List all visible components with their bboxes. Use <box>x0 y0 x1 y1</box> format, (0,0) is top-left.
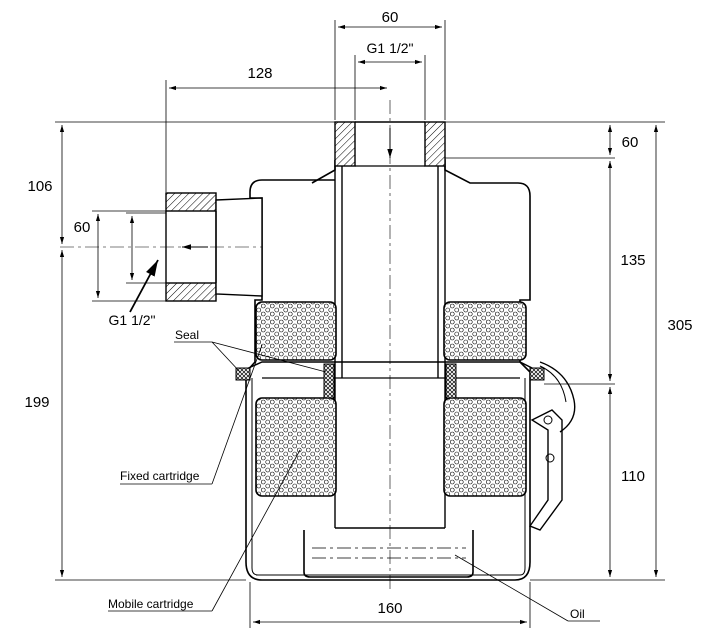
inlet-thread-leader <box>129 259 159 313</box>
dim-body-width: 160 <box>377 600 402 617</box>
mobile-cartridge-right <box>443 397 527 497</box>
mobile-cartridge <box>255 397 527 497</box>
dimension-texts: 60 G1 1/2" 128 106 60 G1 1/2" 199 60 135… <box>24 9 692 617</box>
dim-right-top-height: 60 <box>622 134 639 151</box>
mobile-cartridge-left <box>255 397 337 497</box>
dim-inlet-thread: G1 1/2" <box>109 312 156 328</box>
housing <box>243 159 537 581</box>
dim-top-thread: G1 1/2" <box>367 40 414 56</box>
label-fixed-cartridge: Fixed cartridge <box>120 469 200 483</box>
housing-mid-ring <box>243 361 537 371</box>
label-mobile-cartridge: Mobile cartridge <box>108 597 194 611</box>
seal-right <box>445 363 457 399</box>
component-labels: Seal Fixed cartridge Mobile cartridge Oi… <box>108 328 600 622</box>
dim-right-bottom-height: 110 <box>621 468 645 485</box>
dimension-lines <box>55 20 665 628</box>
dim-total-height: 305 <box>667 317 692 334</box>
seal-outer-right <box>529 367 545 381</box>
fixed-cartridge <box>255 301 527 361</box>
oil-cup <box>303 530 474 578</box>
seal-left <box>323 363 335 399</box>
housing-outline <box>245 159 531 581</box>
flow-arrows <box>182 128 393 250</box>
label-seal: Seal <box>175 328 199 342</box>
dim-inlet-height: 60 <box>74 219 91 236</box>
dim-inlet-offset: 128 <box>247 65 272 82</box>
center-lines <box>60 100 391 590</box>
top-fitting <box>334 121 446 167</box>
latch-clamp <box>528 361 576 531</box>
dim-left-lower-height: 199 <box>24 394 49 411</box>
housing-inner-line <box>256 378 526 576</box>
fixed-cartridge-right <box>443 301 527 361</box>
label-oil: Oil <box>570 607 585 621</box>
dim-top-width: 60 <box>382 9 399 26</box>
fixed-cartridge-left <box>255 301 337 361</box>
dim-right-mid-height: 135 <box>620 252 645 269</box>
dim-left-upper-height: 106 <box>27 178 52 195</box>
